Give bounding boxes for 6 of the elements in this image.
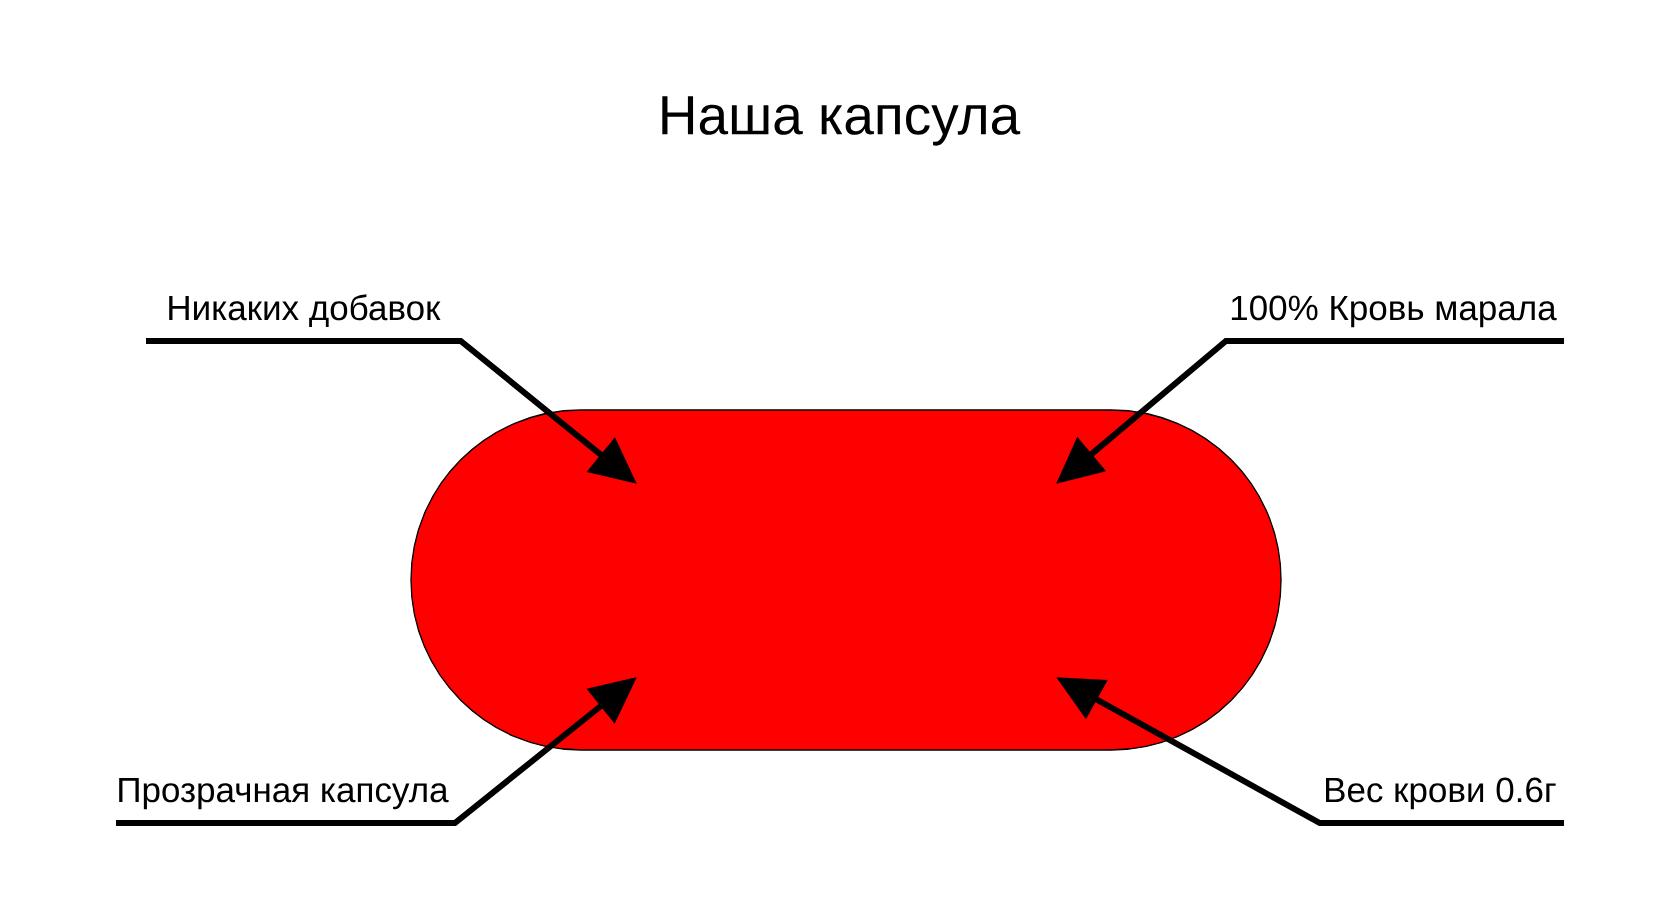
callout-label: 100% Кровь марала — [1231, 295, 1557, 328]
callout-label: Никаких добавок — [169, 294, 441, 327]
callout-label: Прозрачная капсула — [119, 777, 449, 810]
capsule-shape — [410, 409, 1282, 751]
title: Наша капсула — [662, 96, 1021, 146]
callout-label: Вес крови 0.6г — [1326, 777, 1556, 810]
